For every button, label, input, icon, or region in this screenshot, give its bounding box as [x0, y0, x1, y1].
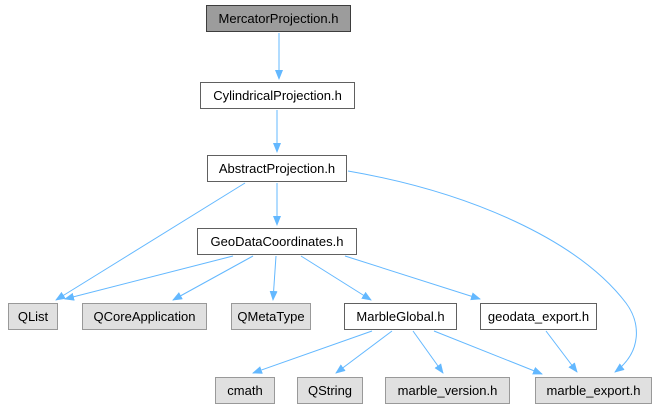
node-cmath: cmath [215, 377, 275, 404]
node-abstract-projection-h[interactable]: AbstractProjection.h [207, 155, 347, 182]
node-qlist: QList [8, 303, 58, 330]
node-qmetatype: QMetaType [231, 303, 311, 330]
edge-geodata-export-to-marble-export [545, 330, 578, 373]
edge-marbleglobal-to-marble-export [433, 330, 543, 375]
node-qcoreapplication: QCoreApplication [82, 303, 207, 330]
edge-abstract-to-marble-export [347, 170, 637, 373]
node-geodata-coordinates-h[interactable]: GeoDataCoordinates.h [197, 228, 357, 255]
node-marble-global-h[interactable]: MarbleGlobal.h [344, 303, 457, 330]
edge-geodata-to-marbleglobal [300, 255, 372, 301]
edge-geodata-to-geodata-export [344, 255, 481, 301]
node-marble-export-h: marble_export.h [535, 377, 652, 404]
edge-abstract-to-qlist [55, 182, 246, 301]
node-mercator-projection-h: MercatorProjection.h [206, 5, 351, 32]
edge-geodata-to-qmetatype [269, 255, 278, 301]
edge-geodata-to-qcoreapplication [172, 255, 254, 301]
edge-geodata-to-qlist [64, 255, 234, 301]
edge-marbleglobal-to-cmath [252, 330, 373, 374]
node-geodata-export-h[interactable]: geodata_export.h [480, 303, 597, 330]
node-qstring: QString [297, 377, 363, 404]
node-cylindrical-projection-h[interactable]: CylindricalProjection.h [200, 82, 355, 109]
node-marble-version-h: marble_version.h [385, 377, 510, 404]
edge-marbleglobal-to-marble-version [412, 330, 444, 374]
edge-marbleglobal-to-qstring [335, 330, 393, 374]
